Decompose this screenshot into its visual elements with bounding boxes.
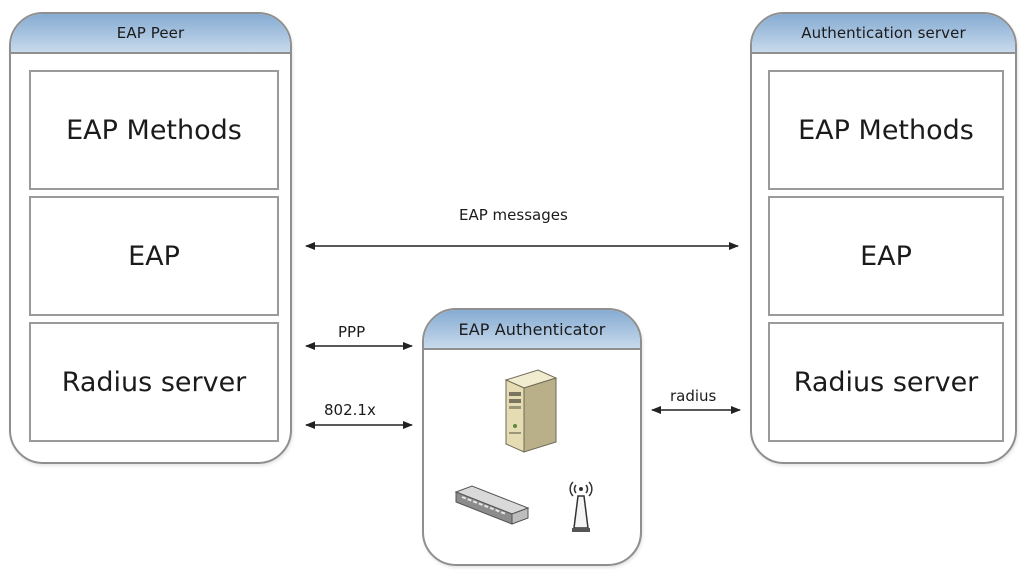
server-tower-icon <box>504 369 558 453</box>
peer-layer-radius-server: Radius server <box>29 322 279 442</box>
eap-peer-panel: EAP Peer EAP Methods EAP Radius server <box>9 12 292 464</box>
server-layer-radius-server: Radius server <box>768 322 1004 442</box>
dot1x-label: 802.1x <box>324 401 376 419</box>
server-layer-eap: EAP <box>768 196 1004 316</box>
network-switch-icon <box>454 485 530 525</box>
ppp-label: PPP <box>338 323 366 341</box>
authentication-server-panel: Authentication server EAP Methods EAP Ra… <box>750 12 1017 464</box>
radius-label: radius <box>670 387 717 405</box>
eap-messages-label: EAP messages <box>459 206 568 224</box>
peer-layer-eap-methods: EAP Methods <box>29 70 279 190</box>
eap-authenticator-panel: EAP Authenticator <box>422 308 642 566</box>
wireless-access-point-icon <box>569 481 593 532</box>
server-layer-eap-methods: EAP Methods <box>768 70 1004 190</box>
peer-layer-eap: EAP <box>29 196 279 316</box>
eap-authenticator-title: EAP Authenticator <box>424 310 640 350</box>
eap-peer-title: EAP Peer <box>11 14 290 54</box>
authentication-server-title: Authentication server <box>752 14 1015 54</box>
